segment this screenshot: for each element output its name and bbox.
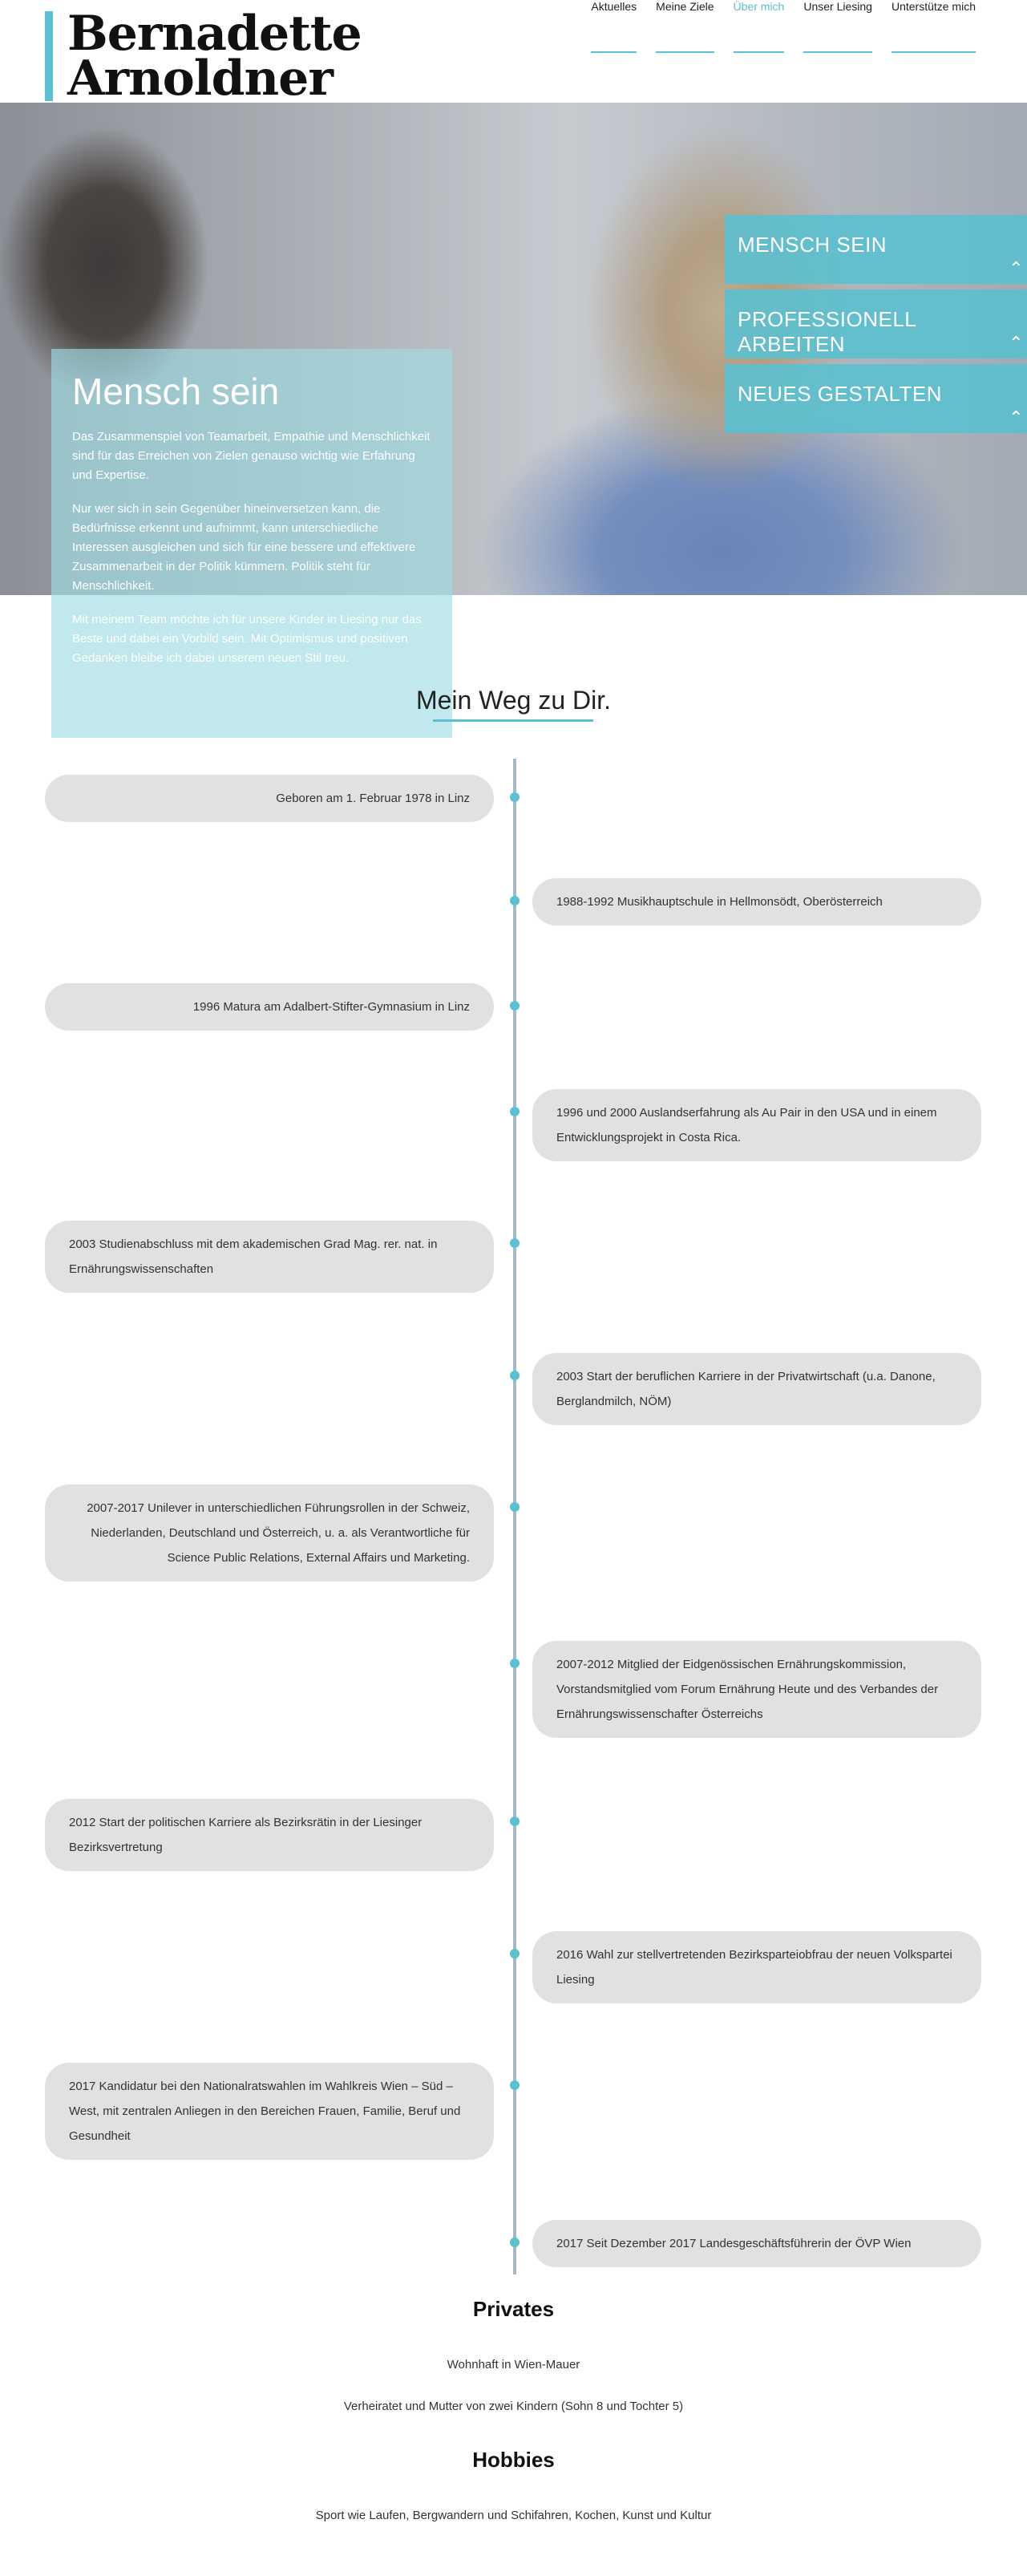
privates-title: Privates xyxy=(472,2297,555,2321)
privates-line-2: Verheiratet und Mutter von zwei Kindern … xyxy=(343,2400,684,2413)
nav-item-unterstuetze-mich[interactable]: Unterstütze mich xyxy=(891,0,976,53)
timeline-entry-right: 2016 Wahl zur stellvertretenden Bezirksp… xyxy=(532,1931,981,2003)
hero-card-paragraph-3: Mit meinem Team möchte ich für unsere Ki… xyxy=(72,613,422,665)
timeline-entry-right: 2003 Start der beruflichen Karriere in d… xyxy=(532,1353,981,1425)
tab-professionell-arbeiten[interactable]: PROFESSIONELL ARBEITEN ⌃ xyxy=(725,290,1027,358)
timeline-dot xyxy=(510,2080,520,2090)
site-logo[interactable]: Bernadette Arnoldner xyxy=(45,6,362,107)
tab-mensch-sein[interactable]: MENSCH SEIN ⌃ xyxy=(725,215,1027,284)
timeline-entry-right: 2007-2012 Mitglied der Eidgenössischen E… xyxy=(532,1641,981,1738)
nav-item-unser-liesing[interactable]: Unser Liesing xyxy=(803,0,872,53)
timeline-entry-left: 2003 Studienabschluss mit dem akademisch… xyxy=(45,1221,494,1293)
timeline-dot xyxy=(510,1949,520,1958)
tab-label: PROFESSIONELL ARBEITEN xyxy=(738,307,916,356)
tab-label: MENSCH SEIN xyxy=(738,233,888,257)
timeline-line xyxy=(513,759,516,2274)
timeline-entry-right: 1996 und 2000 Auslandserfahrung als Au P… xyxy=(532,1089,981,1161)
timeline-entry-left: 2017 Kandidatur bei den Nationalratswahl… xyxy=(45,2063,494,2160)
timeline-entry-left: Geboren am 1. Februar 1978 in Linz xyxy=(45,775,494,822)
hobbies-title: Hobbies xyxy=(472,2448,555,2472)
hero-card-title: Mensch sein xyxy=(72,371,280,412)
hero-info-card: Mensch sein Das Zusammenspiel von Teamar… xyxy=(51,349,452,738)
timeline-dot xyxy=(510,792,520,802)
timeline-dot xyxy=(510,896,520,905)
timeline-dot xyxy=(510,2238,520,2247)
timeline-dot xyxy=(510,1502,520,1512)
nav-item-aktuelles[interactable]: Aktuelles xyxy=(591,0,637,53)
timeline-entry-left: 1996 Matura am Adalbert-Stifter-Gymnasiu… xyxy=(45,983,494,1031)
chevron-up-icon: ⌃ xyxy=(1009,407,1024,427)
tab-neues-gestalten[interactable]: NEUES GESTALTEN ⌃ xyxy=(725,364,1027,433)
nav-item-ueber-mich[interactable]: Über mich xyxy=(733,0,785,53)
site-header: Bernadette Arnoldner Aktuelles Meine Zie… xyxy=(0,0,1027,103)
timeline-dot xyxy=(510,1817,520,1826)
timeline-dot xyxy=(510,1371,520,1380)
timeline-entry-right: 2017 Seit Dezember 2017 Landesgeschäftsf… xyxy=(532,2220,981,2267)
main-nav: Aktuelles Meine Ziele Über mich Unser Li… xyxy=(591,0,976,53)
timeline-dot xyxy=(510,1659,520,1668)
hero-side-tabs: MENSCH SEIN ⌃ PROFESSIONELL ARBEITEN ⌃ N… xyxy=(725,215,1027,439)
chevron-up-icon: ⌃ xyxy=(1009,258,1024,278)
privates-line-1: Wohnhaft in Wien-Mauer xyxy=(447,2358,580,2371)
hero-card-paragraph-1: Das Zusammenspiel von Teamarbeit, Empath… xyxy=(72,430,431,482)
hobbies-line-1: Sport wie Laufen, Bergwandern und Schifa… xyxy=(315,2509,712,2522)
timeline-dot xyxy=(510,1107,520,1116)
timeline-dot xyxy=(510,1001,520,1011)
timeline-entry-left: 2012 Start der politischen Karriere als … xyxy=(45,1799,494,1871)
timeline-dot xyxy=(510,1238,520,1248)
timeline-entry-right: 1988-1992 Musikhauptschule in Hellmonsöd… xyxy=(532,878,981,925)
logo-line-2: Arnoldner xyxy=(67,51,334,107)
timeline-entry-left: 2007-2017 Unilever in unterschiedlichen … xyxy=(45,1484,494,1582)
timeline-title: Mein Weg zu Dir. xyxy=(415,686,612,715)
logo-line-1: Bernadette xyxy=(67,6,362,62)
hero-card-paragraph-2: Nur wer sich in sein Gegenüber hineinver… xyxy=(72,502,416,593)
nav-item-meine-ziele[interactable]: Meine Ziele xyxy=(656,0,714,53)
tab-label: NEUES GESTALTEN xyxy=(738,382,943,406)
title-underline xyxy=(433,719,593,722)
chevron-up-icon: ⌃ xyxy=(1009,333,1024,353)
hero-image: MENSCH SEIN ⌃ PROFESSIONELL ARBEITEN ⌃ N… xyxy=(0,103,1027,595)
